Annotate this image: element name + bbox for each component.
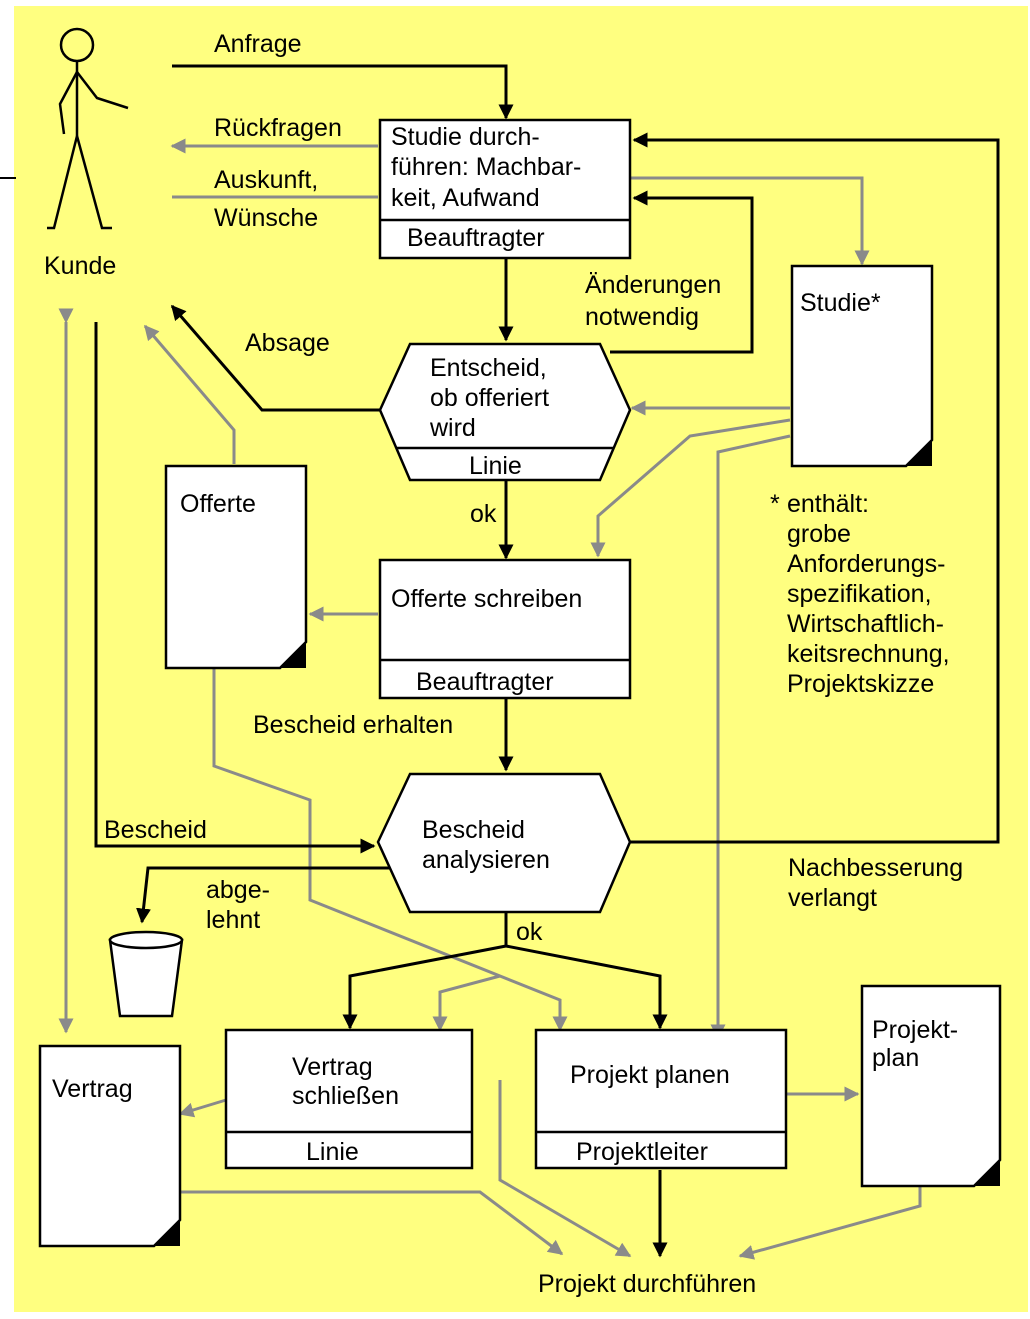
flow-studie-to-doc xyxy=(630,176,870,266)
label-ok-2: ok xyxy=(516,918,543,946)
flow-absage xyxy=(170,304,380,412)
activity-entscheid-line-3: wird xyxy=(429,414,476,442)
flow-offerte-doc-to-kunde xyxy=(143,324,236,464)
flow-ok-to-planen xyxy=(505,944,668,1030)
document-projektplan-line-1: Projekt- xyxy=(872,1016,958,1044)
document-studie[interactable]: Studie* xyxy=(790,264,934,468)
activity-vertrag-schliessen[interactable]: Vertrag schließen Linie xyxy=(224,1028,474,1170)
activity-planen-role: Projektleiter xyxy=(576,1138,708,1166)
label-ok-1: ok xyxy=(470,500,497,528)
flow-aenderungen xyxy=(610,190,754,354)
activity-entscheid-line-1: Entscheid, xyxy=(430,354,547,382)
wastebasket-icon xyxy=(108,930,184,1018)
activity-projekt-planen[interactable]: Projekt planen Projektleiter xyxy=(534,1028,788,1170)
label-absage: Absage xyxy=(245,329,330,357)
activity-studie-line-1: Studie durch- xyxy=(391,123,540,151)
footnote-line-5: Wirtschaftlich- xyxy=(787,610,944,638)
activity-bescheid-line-2: analysieren xyxy=(422,846,550,874)
label-bescheid: Bescheid xyxy=(104,816,207,844)
activity-studie-line-3: keit, Aufwand xyxy=(391,184,540,212)
label-nachbesserung-1: Nachbesserung xyxy=(788,854,963,882)
document-projektplan[interactable]: Projekt- plan xyxy=(860,984,1002,1188)
flow-anfrage xyxy=(172,64,514,120)
document-vertrag-line-1: Vertrag xyxy=(52,1075,133,1103)
footnote-line-2: grobe xyxy=(787,520,851,548)
footnote-line-7: Projektskizze xyxy=(787,670,934,698)
stick-figure-icon xyxy=(47,27,129,230)
footnote-marker: * xyxy=(770,490,780,518)
flow-vertrag-schliessen-to-doc xyxy=(178,1098,227,1118)
activity-offerte-schreiben[interactable]: Offerte schreiben Beauftragter xyxy=(378,558,632,700)
footnote-line-1: enthält: xyxy=(787,490,869,518)
activity-vertrag-role: Linie xyxy=(306,1138,359,1166)
flow-studie-doc-to-offerte xyxy=(590,418,791,558)
flow-offerte-to-vertrag xyxy=(432,974,501,1032)
activity-studie-line-2: führen: Machbar- xyxy=(391,153,581,181)
label-abgelehnt-1: abge- xyxy=(206,876,270,904)
flow-ok-to-vertrag xyxy=(342,944,507,1030)
label-nachbesserung-2: verlangt xyxy=(788,884,877,912)
activity-entscheid-role: Linie xyxy=(469,452,522,480)
document-projektplan-line-2: plan xyxy=(872,1044,919,1072)
label-anfrage: Anfrage xyxy=(214,30,302,58)
activity-studie-role: Beauftragter xyxy=(407,224,545,252)
flow-nachbesserung xyxy=(630,132,1000,844)
document-studie-line-1: Studie* xyxy=(800,289,881,317)
label-bescheid-erhalten: Bescheid erhalten xyxy=(253,711,453,739)
label-rueckfragen: Rückfragen xyxy=(214,114,342,142)
label-aenderungen-2: notwendig xyxy=(585,303,699,331)
label-auskunft-1: Auskunft, xyxy=(214,166,318,194)
label-auskunft-2: Wünsche xyxy=(214,204,318,232)
activity-bescheid-analysieren[interactable]: Bescheid analysieren xyxy=(376,772,632,914)
label-abgelehnt-2: lehnt xyxy=(206,906,260,934)
flow-labels: Anfrage Rückfragen Auskunft, Wünsche Änd… xyxy=(104,30,963,1298)
flow-projektplan-to-durchfuehren xyxy=(738,1186,922,1260)
document-offerte-line-1: Offerte xyxy=(180,490,256,518)
activity-planen-line-1: Projekt planen xyxy=(570,1061,730,1089)
flow-offerte-doc-to-planen xyxy=(212,668,568,1032)
activity-bescheid-line-1: Bescheid xyxy=(422,816,525,844)
activity-vertrag-line-1: Vertrag xyxy=(292,1053,373,1081)
activity-offerte-role: Beauftragter xyxy=(416,668,554,696)
activity-entscheid-line-2: ob offeriert xyxy=(430,384,549,412)
flow-bescheid xyxy=(94,322,376,854)
document-vertrag[interactable]: Vertrag xyxy=(38,1044,182,1248)
footnote-studie-contents: * enthält: grobe Anforderungs- spezifika… xyxy=(770,490,950,698)
flow-vertrag-schliessen-to-durchfuehren xyxy=(498,1080,632,1258)
black-flows xyxy=(94,64,1000,1258)
footnote-line-6: keitsrechnung, xyxy=(787,640,950,668)
flow-vertrag-to-durchfuehren xyxy=(180,1190,564,1256)
footnote-line-4: spezifikation, xyxy=(787,580,932,608)
actor-label: Kunde xyxy=(44,252,116,280)
footnote-line-3: Anforderungs- xyxy=(787,550,945,578)
label-projekt-durchfuehren: Projekt durchführen xyxy=(538,1270,756,1298)
activity-entscheid[interactable]: Entscheid, ob offeriert wird Linie xyxy=(378,342,632,482)
document-offerte[interactable]: Offerte xyxy=(164,464,308,670)
label-aenderungen-1: Änderungen xyxy=(585,271,721,299)
activity-vertrag-line-2: schließen xyxy=(292,1082,399,1110)
activity-offerte-line-1: Offerte schreiben xyxy=(391,585,582,613)
activity-studie-durchfuehren[interactable]: Studie durch- führen: Machbar- keit, Auf… xyxy=(378,118,632,260)
flow-abgelehnt xyxy=(136,866,390,924)
